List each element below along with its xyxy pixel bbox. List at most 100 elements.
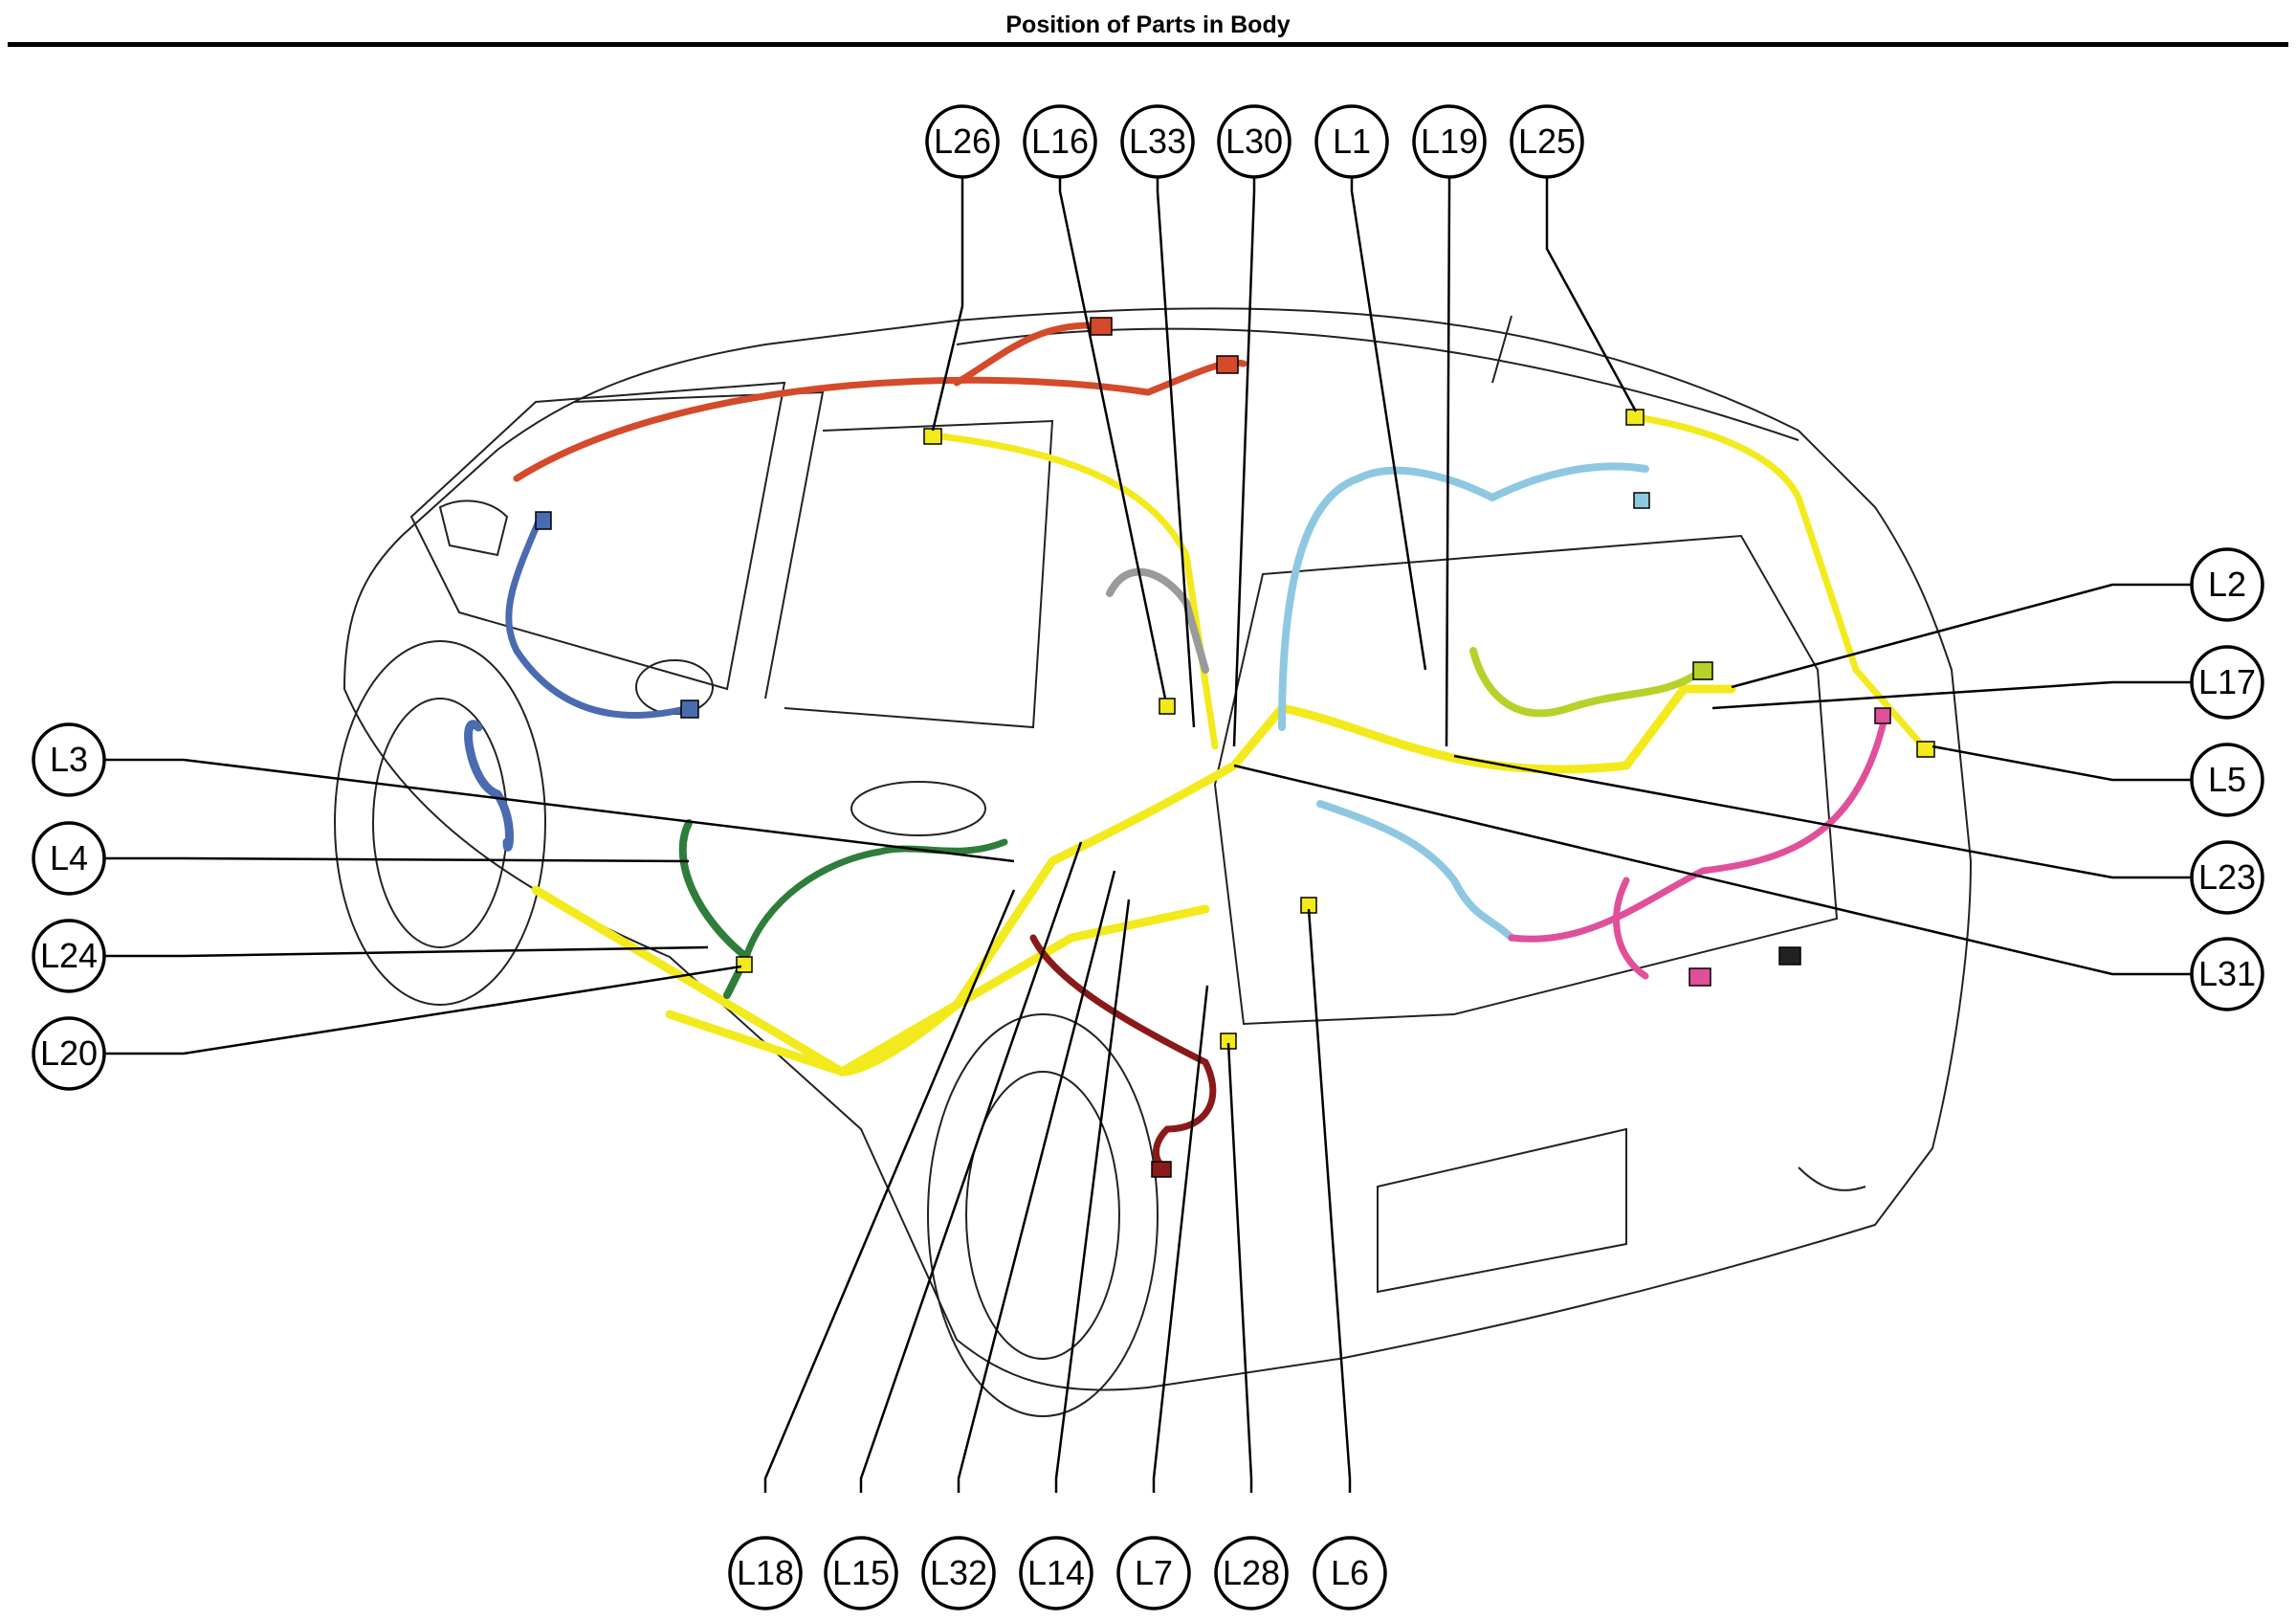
harness-yellow-roof (929, 432, 1219, 750)
connector-light-blue-1 (1633, 492, 1650, 509)
harness-red-roof (513, 359, 1247, 482)
leader-L15 (859, 841, 1083, 1493)
harness-red-roof-branch (953, 322, 1094, 387)
leader-L32 (957, 870, 1116, 1493)
leader-L33 (1156, 177, 1196, 728)
callout-circle-L17 (2190, 645, 2264, 720)
leader-L28 (1226, 1042, 1253, 1493)
callout-label-L31: L31 (2198, 954, 2256, 993)
leader-L6 (1307, 908, 1352, 1493)
callout-circle-L19 (1412, 104, 1487, 179)
callout-label-L1: L1 (1333, 122, 1371, 161)
callout-circle-L32 (921, 1536, 996, 1610)
callout-circle-L6 (1313, 1536, 1387, 1610)
harness-yellow-rear-roof (1627, 412, 1927, 750)
callout-circle-L3 (32, 722, 106, 797)
leader-L2 (1731, 583, 2191, 689)
callout-circle-L28 (1214, 1536, 1289, 1610)
vehicle-body (334, 307, 1973, 1417)
callout-label-L18: L18 (737, 1553, 794, 1592)
callout-circle-L24 (32, 919, 106, 993)
callout-circle-L7 (1116, 1536, 1191, 1610)
connector-red-1 (1090, 317, 1113, 336)
callout-circle-L31 (2190, 937, 2264, 1011)
callout-circle-L14 (1019, 1536, 1093, 1610)
leader-L7 (1152, 985, 1209, 1493)
callout-L15: L15 (824, 1536, 898, 1610)
connector-blue-1 (535, 511, 552, 530)
callout-circle-L26 (925, 104, 1000, 179)
leader-L16 (1058, 177, 1167, 699)
leader-L31 (1233, 764, 2191, 976)
leader-L17 (1711, 680, 2191, 710)
callout-label-L25: L25 (1518, 122, 1576, 161)
callout-circle-L2 (2190, 547, 2264, 622)
callout-label-L15: L15 (832, 1553, 890, 1592)
callout-L2: L2 (2190, 547, 2264, 622)
leader-L30 (1232, 177, 1256, 747)
leader-L3 (105, 758, 1015, 863)
callout-label-L30: L30 (1225, 122, 1283, 161)
callout-label-L32: L32 (930, 1553, 987, 1592)
callout-L28: L28 (1214, 1536, 1289, 1610)
harness-light-blue (1278, 462, 1649, 731)
callout-circle-L15 (824, 1536, 898, 1610)
callout-L3: L3 (32, 722, 106, 797)
callout-L7: L7 (1116, 1536, 1191, 1610)
callout-label-L28: L28 (1223, 1553, 1280, 1592)
callout-L19: L19 (1412, 104, 1487, 179)
callout-circle-L23 (2190, 840, 2264, 915)
leader-L4 (105, 856, 690, 863)
callout-circle-L5 (2190, 743, 2264, 817)
callout-circle-L30 (1217, 104, 1292, 179)
leader-L24 (105, 945, 709, 958)
leader-L18 (763, 889, 1016, 1493)
connector-dark-red-1 (1151, 1161, 1172, 1178)
callout-L6: L6 (1313, 1536, 1387, 1610)
callout-label-L19: L19 (1421, 122, 1478, 161)
callout-L17: L17 (2190, 645, 2264, 720)
callout-L14: L14 (1019, 1536, 1093, 1610)
callout-circle-L16 (1023, 104, 1097, 179)
callout-L18: L18 (728, 1536, 803, 1610)
callout-label-L7: L7 (1135, 1553, 1173, 1592)
harness-yellow-floor (531, 684, 1736, 1077)
callout-circle-L18 (728, 1536, 803, 1610)
callout-L33: L33 (1120, 104, 1195, 179)
harness-green-door (678, 819, 750, 999)
harness-group (464, 322, 1927, 1171)
harness-light-blue-lower (1316, 800, 1515, 942)
callout-label-L5: L5 (2208, 760, 2246, 799)
connector-L26 (923, 428, 942, 445)
callout-label-L24: L24 (40, 936, 98, 975)
callout-L1: L1 (1314, 104, 1389, 179)
callout-L24: L24 (32, 919, 106, 993)
leader-L23 (1453, 754, 2191, 879)
callout-L16: L16 (1023, 104, 1097, 179)
connector-L20 (736, 956, 753, 973)
callout-L5: L5 (2190, 743, 2264, 817)
page-title: Position of Parts in Body (1005, 11, 1291, 38)
harness-yellow-sill (665, 904, 1210, 1077)
callout-label-L16: L16 (1031, 122, 1089, 161)
callout-label-L23: L23 (2198, 857, 2256, 897)
harness-pink (1508, 714, 1888, 943)
callout-L30: L30 (1217, 104, 1292, 179)
leader-L5 (1932, 744, 2191, 782)
connector-group (535, 317, 1935, 1178)
harness-gray (1106, 567, 1209, 674)
connector-pink-2 (1689, 967, 1711, 987)
callout-label-L3: L3 (50, 740, 88, 779)
callout-label-L14: L14 (1027, 1553, 1085, 1592)
callout-label-L17: L17 (2198, 662, 2256, 701)
connector-L5 (1916, 741, 1935, 758)
callout-L20: L20 (32, 1016, 106, 1091)
callout-label-L33: L33 (1129, 122, 1186, 161)
harness-lime (1469, 647, 1707, 718)
callout-circle-L33 (1120, 104, 1195, 179)
connector-lime-1 (1692, 661, 1713, 680)
callout-label-L6: L6 (1331, 1553, 1369, 1592)
leader-lines (105, 177, 2191, 1493)
